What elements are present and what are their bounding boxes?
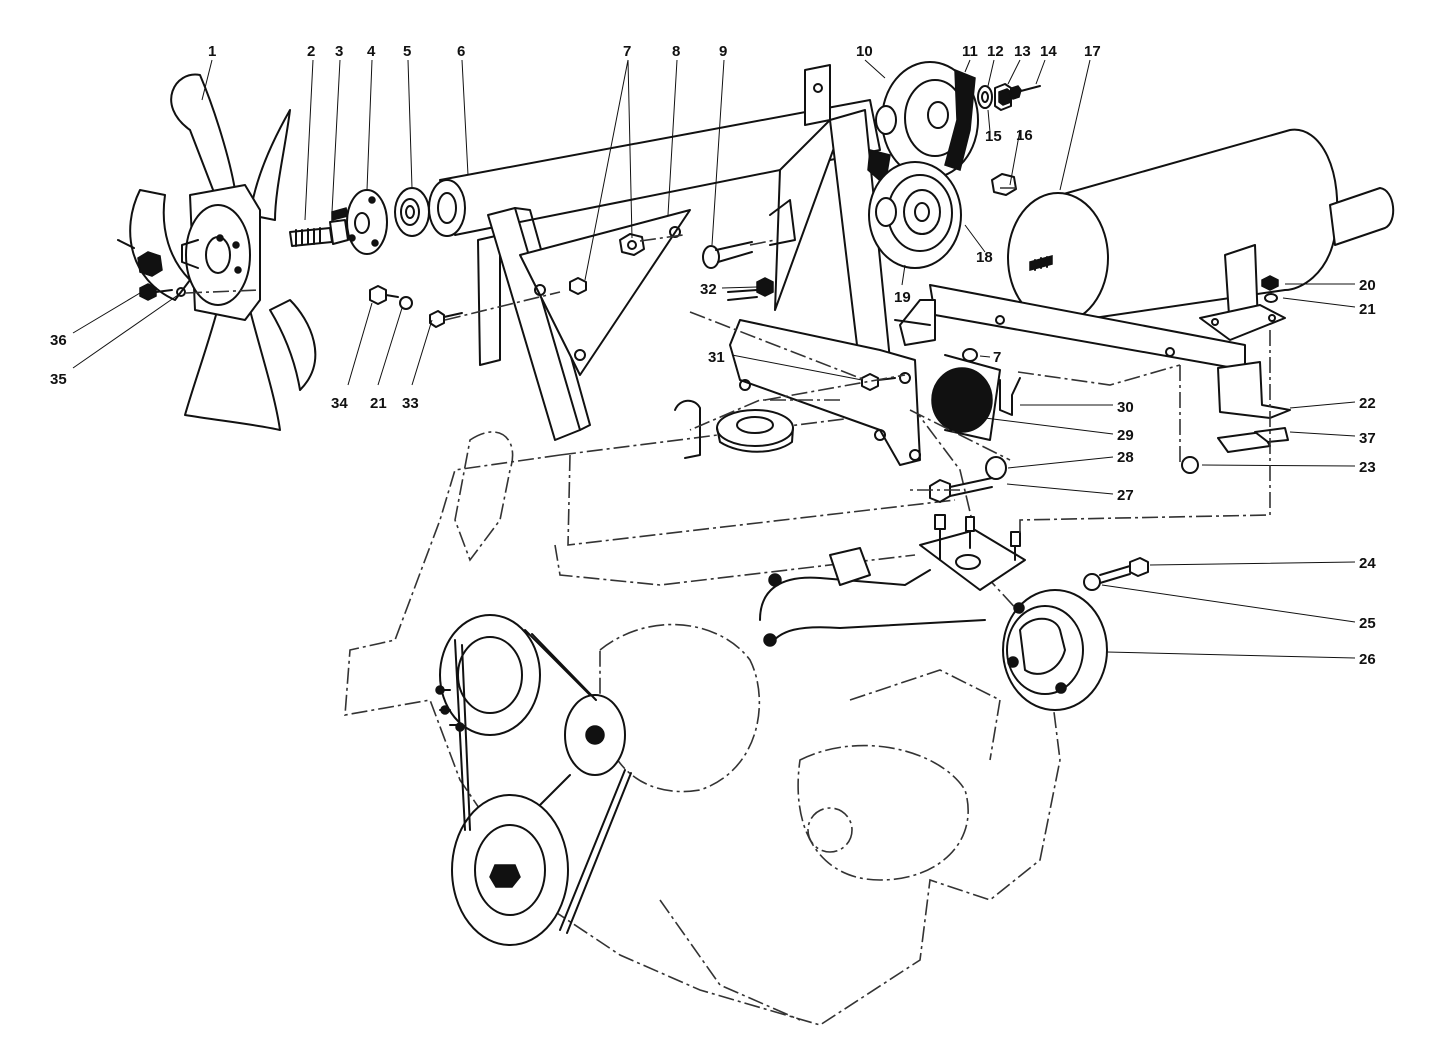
- callout-29: 29: [1117, 427, 1134, 444]
- callout-11: 11: [962, 43, 978, 60]
- callout-30: 30: [1117, 399, 1134, 416]
- bolt-36: [139, 283, 173, 301]
- nut-7-mount: [962, 348, 978, 362]
- bolt-14: [1009, 85, 1041, 100]
- callout-27: 27: [1117, 487, 1134, 504]
- callout-25: 25: [1359, 615, 1376, 632]
- bolt-33: [429, 310, 463, 328]
- fan-hub-nut: [117, 239, 163, 277]
- nut-16: [991, 173, 1017, 196]
- callout-21: 21: [1359, 301, 1376, 318]
- washer-25: [1083, 573, 1101, 591]
- nut-7: [619, 233, 645, 256]
- carriage-bolt-9: [702, 241, 753, 269]
- callout-10: 10: [856, 43, 873, 60]
- callout-6: 6: [457, 43, 465, 60]
- callout-22: 22: [1359, 395, 1376, 412]
- v-belt-11: [944, 68, 976, 171]
- callout-36: 36: [50, 332, 67, 349]
- nut-7-lower: [569, 277, 587, 295]
- belt-and-pulley-system: [435, 614, 632, 946]
- nut-20: [1261, 275, 1279, 291]
- callout-34: 34: [331, 395, 348, 412]
- callout-35: 35: [50, 371, 67, 388]
- callout-2: 2: [307, 43, 315, 60]
- callout-labels: 1 2 3 4 5 6 7 8 9 10 11 12 13 14 15 16 1…: [50, 43, 1376, 668]
- crank-pulley-26: [1002, 589, 1108, 711]
- callout-24: 24: [1359, 555, 1376, 572]
- bracket-30: [999, 377, 1021, 416]
- bolt-34: [369, 285, 399, 305]
- oil-filler-cap: [674, 399, 794, 459]
- shaft-stub-2: [289, 219, 349, 247]
- callout-31: 31: [708, 349, 725, 366]
- callout-8: 8: [672, 43, 680, 60]
- callout-32: 32: [700, 281, 717, 298]
- callout-23: 23: [1359, 459, 1376, 476]
- exhaust-flange-plate: [919, 514, 1026, 591]
- callout-14: 14: [1040, 43, 1057, 60]
- shim-37: [1217, 427, 1289, 453]
- support-rail-22: [894, 284, 1291, 419]
- washer-35: [176, 287, 186, 297]
- engine-block-phantom: [344, 409, 1061, 1026]
- callout-16: 16: [1016, 127, 1033, 144]
- callout-15: 15: [985, 128, 1002, 145]
- callout-21-left: 21: [370, 395, 387, 412]
- callout-4: 4: [367, 43, 376, 60]
- muffler-17: [1007, 128, 1395, 341]
- callout-9: 9: [719, 43, 727, 60]
- lock-washer-21: [1264, 293, 1278, 303]
- callout-3: 3: [335, 43, 343, 60]
- callout-7-mount: 7: [993, 349, 1001, 366]
- callout-33: 33: [402, 395, 419, 412]
- callout-28: 28: [1117, 449, 1134, 466]
- washer-23: [1181, 456, 1199, 474]
- callout-37: 37: [1359, 430, 1376, 447]
- callout-7: 7: [623, 43, 631, 60]
- bolt-27: [929, 477, 993, 503]
- washer-28: [985, 456, 1007, 480]
- hub-flange-4: [346, 189, 388, 255]
- triangle-plate-8: [519, 209, 691, 376]
- callout-18: 18: [976, 249, 993, 266]
- cooling-fan: [129, 73, 317, 431]
- woodruff-key-3: [331, 207, 349, 221]
- callout-12: 12: [987, 43, 1004, 60]
- bearing-5: [394, 187, 430, 237]
- washer-12: [977, 85, 993, 109]
- central-support-frame: [729, 64, 921, 466]
- bolt-24: [1099, 557, 1149, 584]
- vibration-mount-29: [931, 354, 1001, 441]
- callout-26: 26: [1359, 651, 1376, 668]
- callout-5: 5: [403, 43, 411, 60]
- callout-1: 1: [208, 43, 216, 60]
- callout-17: 17: [1084, 43, 1101, 60]
- callout-13: 13: [1014, 43, 1031, 60]
- callout-20: 20: [1359, 277, 1376, 294]
- jackshaft-tube-6: [428, 99, 881, 237]
- callout-19: 19: [894, 289, 911, 306]
- lower-pulley-18: [868, 161, 962, 269]
- bolt-32: [727, 277, 774, 301]
- nut-15: [998, 88, 1012, 106]
- washer-21-left: [399, 296, 413, 310]
- exhaust-elbow: [759, 547, 986, 647]
- assembly-leader-lines: [72, 59, 1356, 659]
